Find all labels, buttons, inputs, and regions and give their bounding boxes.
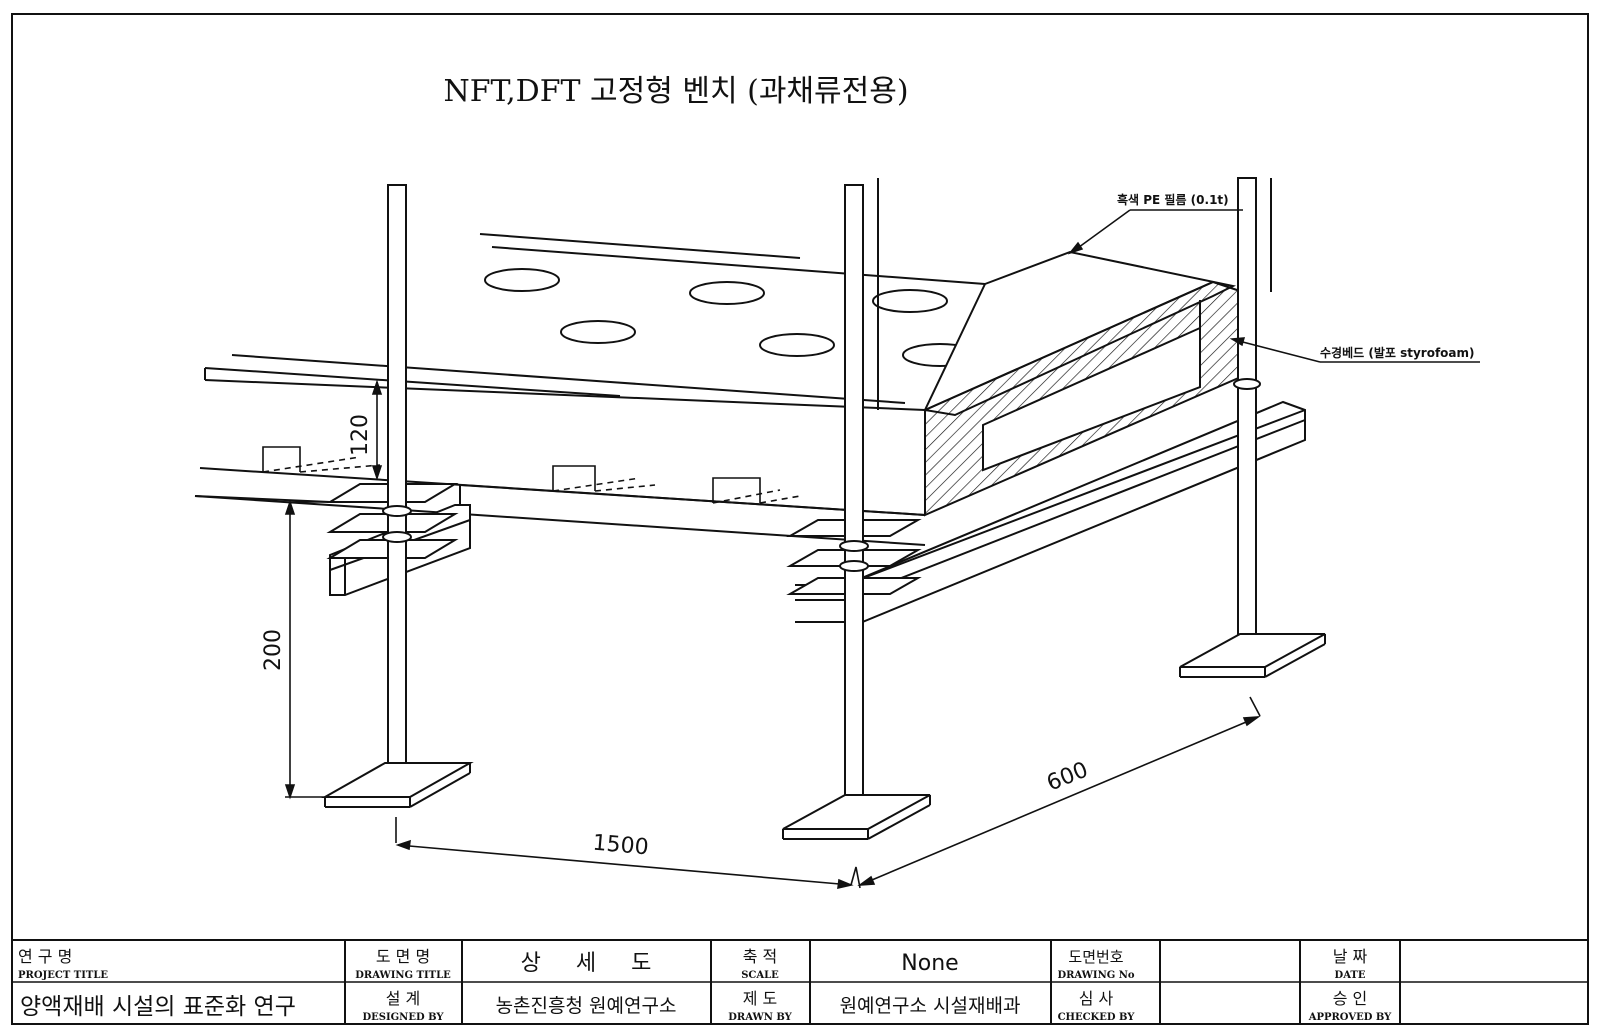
callout-leaders: [1067, 209, 1480, 363]
tb-date-ko: 날 짜: [1333, 947, 1368, 966]
tb-checked-en: CHECKED BY: [1058, 1012, 1136, 1023]
dim-120: 120: [348, 414, 373, 456]
tb-designed-en: DESIGNED BY: [362, 1012, 444, 1023]
dim-200: 200: [261, 629, 286, 671]
posts: [382, 177, 1272, 818]
tb-drawing-title-ko: 도 면 명: [376, 947, 430, 966]
tb-checked-ko: 심 사: [1079, 989, 1114, 1008]
foot-plates: [321, 633, 1326, 840]
tb-drawing-no-en: DRAWING No: [1057, 970, 1134, 981]
tb-drawing-no-ko: 도면번호: [1068, 948, 1123, 966]
callout-pe-film: 흑색 PE 필름 (0.1t): [1117, 192, 1229, 207]
tb-approved-en: APPROVED BY: [1308, 1012, 1392, 1023]
tb-approved-ko: 승 인: [1333, 989, 1368, 1008]
tb-project-title-en: PROJECT TITLE: [18, 970, 108, 981]
tb-designed-value: 농촌진흥청 원예연구소: [496, 995, 677, 1017]
dimension-lines: [284, 379, 1261, 890]
tb-scale-value: None: [901, 951, 958, 976]
title-block: [11, 939, 1589, 1025]
bracket-tabs: [262, 446, 801, 504]
tb-scale-ko: 축 적: [743, 947, 778, 966]
bench-isometric: [194, 177, 1326, 840]
sheet-border: [11, 13, 1589, 1025]
tb-project-title-ko: 연 구 명: [18, 947, 72, 966]
callout-bed: 수경베드 (발포 styrofoam): [1320, 345, 1475, 360]
drawing-title: NFT,DFT 고정형 벤치 (과채류전용): [443, 74, 908, 109]
tb-date-en: DATE: [1335, 970, 1366, 981]
dim-1500: 1500: [592, 831, 650, 861]
tb-drawn-value: 원예연구소 시설재배과: [840, 995, 1021, 1017]
tb-drawing-title-value: 상 세 도: [521, 951, 652, 976]
tb-designed-ko: 설 계: [386, 989, 421, 1008]
tb-drawing-title-en: DRAWING TITLE: [355, 970, 451, 981]
tb-drawn-ko: 제 도: [743, 989, 778, 1008]
tb-scale-en: SCALE: [741, 970, 779, 981]
tb-project-title-value: 양액재배 시설의 표준화 연구: [20, 994, 296, 1020]
tb-drawn-en: DRAWN BY: [728, 1012, 792, 1023]
